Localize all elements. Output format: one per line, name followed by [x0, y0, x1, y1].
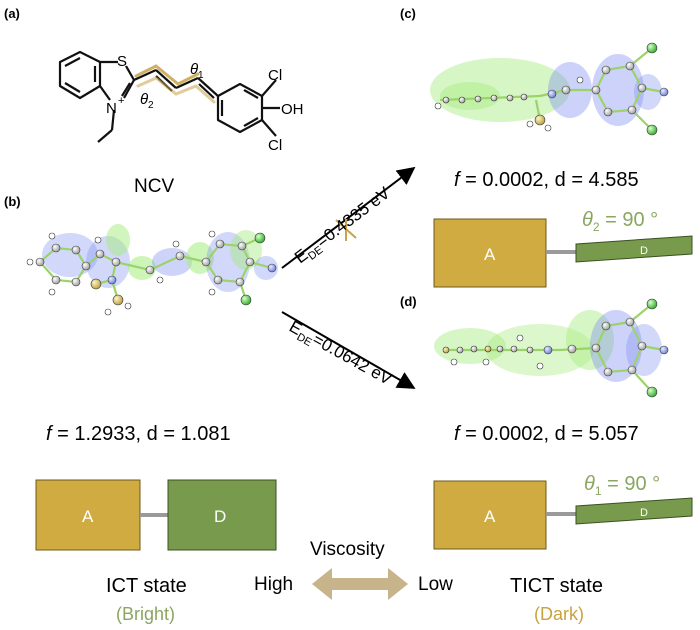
- viscosity-double-arrow: [312, 568, 408, 600]
- panel-label-d: (d): [400, 294, 417, 309]
- theta2-label: θ 2: [140, 91, 154, 111]
- blocked-cross-mark: [335, 219, 357, 241]
- ncv-structure: [58, 50, 280, 143]
- n-charge-label: +: [118, 95, 124, 107]
- acceptor-block-d: [433, 480, 547, 550]
- tict-dark-label: (Dark): [534, 604, 584, 624]
- donor-label-d: D: [640, 507, 648, 519]
- acceptor-block-c: [433, 218, 547, 288]
- svg-text:2: 2: [148, 100, 154, 111]
- atom-s-label: S: [117, 53, 127, 70]
- theta1-angle-d: θ1 = 90 °: [584, 473, 660, 498]
- theta-bond-highlights: [134, 64, 216, 104]
- acceptor-label-d: A: [484, 507, 496, 526]
- svg-text:EDE=0.0642 eV: EDE=0.0642 eV: [285, 317, 396, 392]
- donor-label-b: D: [214, 507, 226, 526]
- donor-block-b: [167, 479, 277, 551]
- scheme-b: A D: [35, 479, 277, 551]
- result-d: f = 0.0002, d = 5.057: [454, 423, 639, 445]
- panel-label-c: (c): [400, 6, 416, 21]
- result-c: f = 0.0002, d = 4.585: [454, 169, 639, 191]
- acceptor-block-b: [35, 479, 141, 551]
- high-label: High: [254, 574, 293, 595]
- arrow-to-c: [281, 166, 416, 269]
- arrow-to-d: [281, 311, 416, 389]
- theta1-label: θ 1: [190, 61, 204, 81]
- acceptor-label-b: A: [82, 507, 94, 526]
- result-b: f = 1.2933, d = 1.081: [46, 423, 231, 445]
- viscosity-label: Viscosity: [310, 539, 385, 560]
- energy-label-upper: EDE=0.4335 eV: [291, 183, 396, 270]
- panel-label-b: (b): [4, 194, 21, 209]
- svg-text:θ: θ: [140, 91, 148, 108]
- low-label: Low: [418, 574, 453, 595]
- donor-plate-d: [575, 497, 693, 525]
- oh-group-label: OH: [281, 101, 304, 118]
- svg-text:f = 0.0002, d = 4.585: f = 0.0002, d = 4.585: [454, 169, 639, 191]
- ict-state-label: ICT state: [106, 575, 187, 597]
- atom-cl-top-label: Cl: [268, 67, 282, 84]
- svg-text:1: 1: [198, 70, 204, 81]
- panel-label-a: (a): [4, 6, 20, 21]
- ict-bright-label: (Bright): [116, 604, 175, 624]
- orbital-diagram-d: [434, 298, 669, 398]
- scheme-c: A D θ2 = 90 °: [433, 209, 693, 288]
- molecule-name: NCV: [134, 176, 174, 197]
- donor-label-c: D: [640, 245, 648, 257]
- svg-text:θ: θ: [190, 61, 198, 78]
- scheme-d: A D θ1 = 90 °: [433, 473, 693, 550]
- donor-plate-c: [575, 235, 693, 263]
- theta2-angle-c: θ2 = 90 °: [582, 209, 658, 234]
- tict-state-label: TICT state: [510, 575, 603, 597]
- orbital-diagram-c: [430, 42, 669, 136]
- orbital-diagram-b: [26, 224, 278, 316]
- svg-text:f = 1.2933, d = 1.081: f = 1.2933, d = 1.081: [46, 423, 231, 445]
- acceptor-label-c: A: [484, 245, 496, 264]
- atom-cl-bottom-label: Cl: [268, 137, 282, 154]
- svg-text:EDE=0.4335 eV: EDE=0.4335 eV: [291, 183, 396, 270]
- energy-label-lower: EDE=0.0642 eV: [285, 317, 396, 392]
- svg-text:f = 0.0002, d = 5.057: f = 0.0002, d = 5.057: [454, 423, 639, 445]
- atom-n-label: N: [106, 100, 117, 117]
